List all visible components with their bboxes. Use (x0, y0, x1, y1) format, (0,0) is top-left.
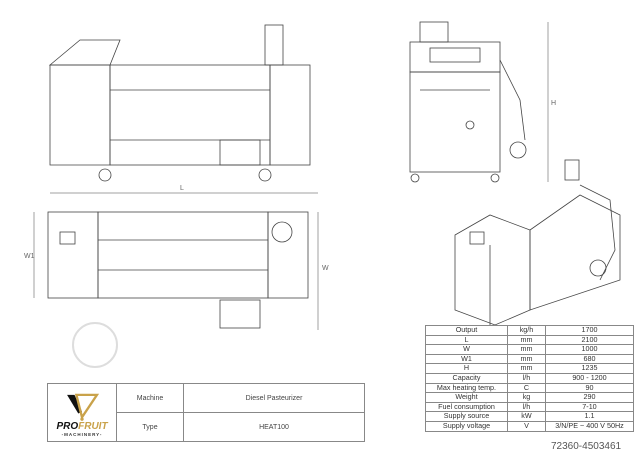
top-view (33, 211, 319, 330)
spec-unit: C (507, 382, 546, 394)
spec-param: W (425, 344, 508, 355)
isometric-view (454, 159, 621, 326)
spec-param: Output (425, 325, 508, 336)
spec-param: Max heating temp. (425, 382, 508, 394)
type-value: HEAT100 (259, 423, 289, 431)
spec-param: L (425, 334, 508, 346)
spec-unit: l/h (507, 372, 546, 384)
spec-unit: kW (507, 411, 546, 422)
machine-value: Diesel Pasteurizer (184, 384, 364, 413)
side-view (48, 24, 311, 182)
spec-unit: l/h (507, 401, 546, 413)
spec-unit: kg (507, 392, 546, 403)
logo-subtext: -MACHINERY- (61, 432, 103, 437)
spec-unit: V (507, 420, 546, 432)
logo-mark-icon (67, 393, 100, 421)
logo-text: PROFRUIT (56, 421, 108, 432)
spec-param: Supply voltage (425, 420, 508, 432)
spec-value: 1000 (545, 344, 634, 355)
profruit-logo: PROFRUIT -MACHINERY- (48, 384, 117, 441)
spec-value: 680 (545, 353, 634, 365)
type-label: Type (142, 423, 158, 431)
spec-value: 1235 (545, 363, 634, 374)
title-block: PROFRUIT -MACHINERY- Machine Type Diesel… (47, 383, 365, 442)
spec-unit: mm (507, 334, 546, 346)
spec-value: 2100 (545, 334, 634, 346)
spec-param: W1 (425, 353, 508, 365)
spec-value: 7-10 (545, 401, 634, 413)
spec-unit: mm (507, 344, 546, 355)
dim-L: L (180, 185, 184, 192)
spec-unit: kg/h (507, 325, 546, 336)
machine-label: Machine (117, 384, 183, 413)
spec-unit: mm (507, 363, 546, 374)
spec-param: Weight (425, 392, 508, 403)
spec-value: 90 (545, 382, 634, 394)
spec-value: 3/N/PE ~ 400 V 50Hz (545, 420, 634, 432)
spec-value: 900 - 1200 (545, 372, 634, 384)
spec-value: 1700 (545, 325, 634, 336)
spec-value: 1.1 (545, 411, 634, 422)
spec-param: Supply source (425, 411, 508, 422)
spec-param: Capacity (425, 372, 508, 384)
dim-W1: W1 (24, 253, 35, 260)
spec-value: 290 (545, 392, 634, 403)
spec-unit: mm (507, 353, 546, 365)
spec-param: H (425, 363, 508, 374)
spec-param: Fuel consumption (425, 401, 508, 413)
front-view (409, 21, 549, 183)
watermark (72, 322, 118, 368)
dim-W: W (322, 265, 329, 272)
reference-number: 72360-4503461 (551, 441, 622, 452)
dim-H: H (551, 100, 557, 107)
